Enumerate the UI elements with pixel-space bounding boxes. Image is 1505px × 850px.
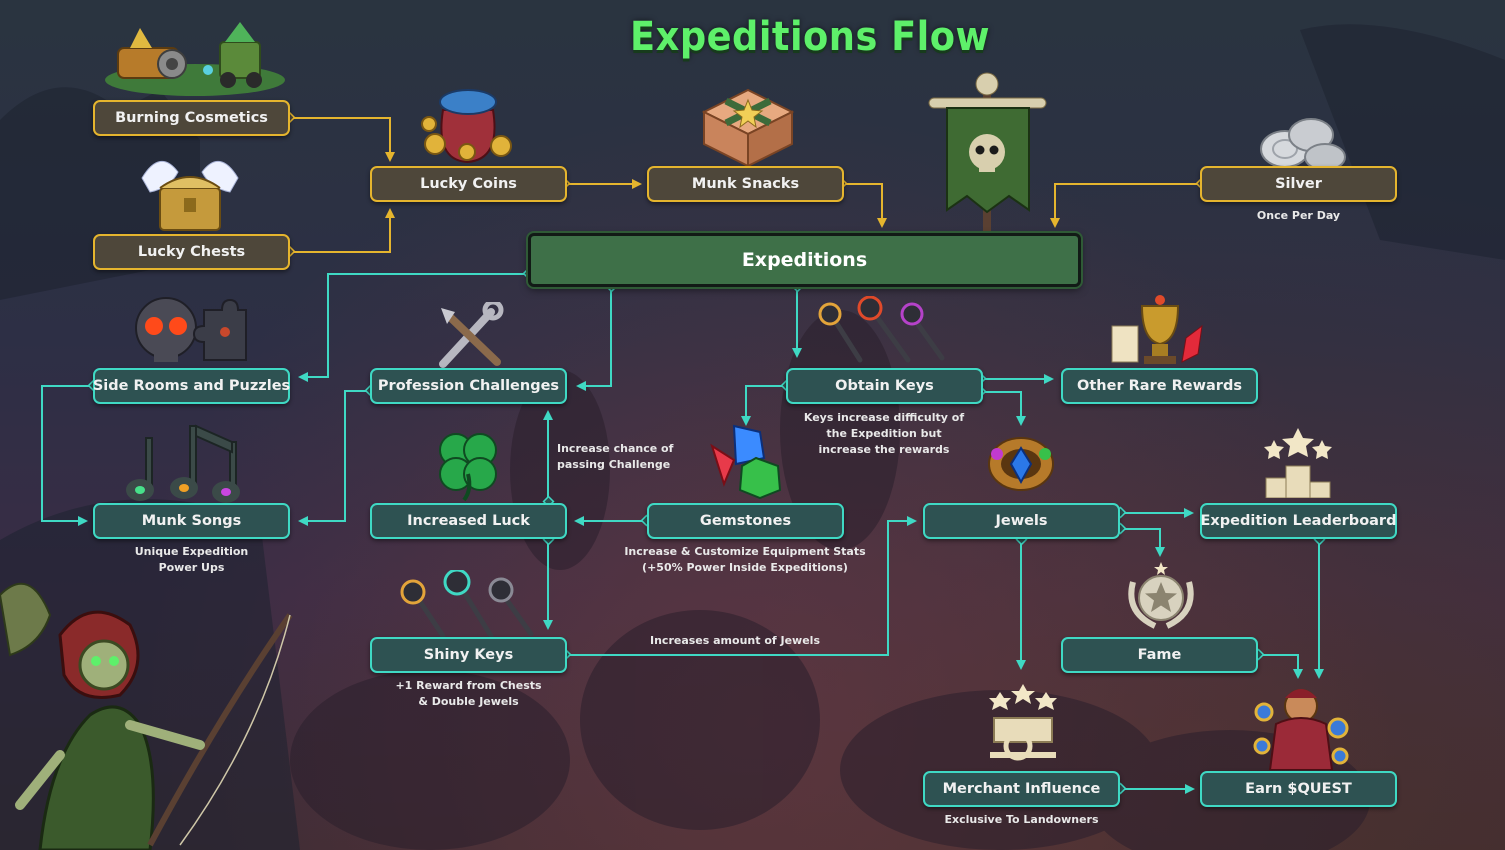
skull-puzzle-icon <box>135 297 247 362</box>
podium-icon <box>1264 428 1332 498</box>
link-profession-to-songs <box>298 390 370 526</box>
trophy-icon <box>1111 295 1203 364</box>
node-lucky-chests: Lucky Chests <box>93 234 290 270</box>
cosmetics-icon <box>105 22 285 96</box>
note-shiny-keys-link: Increases amount of Jewels <box>650 634 820 647</box>
note-increased-luck: Increase chance of passing Challenge <box>557 441 673 473</box>
note-line: Increase chance of <box>557 442 674 455</box>
node-earn-quest: Earn $QUEST <box>1200 771 1397 807</box>
node-obtain-keys: Obtain Keys <box>786 368 983 404</box>
skull-banner-icon <box>928 72 1047 232</box>
note-obtain-keys: Keys increase difficulty of the Expediti… <box>784 410 984 458</box>
note-line: (+50% Power Inside Expeditions) <box>642 561 848 574</box>
note-line: increase the rewards <box>818 443 950 456</box>
fame-medal-icon <box>1128 562 1194 629</box>
snack-box-icon <box>701 88 795 168</box>
note-gemstones: Increase & Customize Equipment Stats (+5… <box>620 544 870 576</box>
merchant-icon <box>1253 689 1349 770</box>
note-munk-songs: Unique Expedition Power Ups <box>93 544 290 576</box>
link-chests-to-coins <box>290 208 395 253</box>
link-jewels-to-fame <box>1120 528 1165 557</box>
node-burning-cosmetics: Burning Cosmetics <box>93 100 290 136</box>
note-line: the Expedition but <box>826 427 942 440</box>
node-profession-challenges: Profession Challenges <box>370 368 567 404</box>
link-keys-to-gemstones <box>741 385 786 426</box>
note-line: Keys increase difficulty of <box>803 411 965 424</box>
link-siderooms-to-songs <box>41 385 93 526</box>
note-line: passing Challenge <box>557 458 671 471</box>
node-expeditions: Expeditions <box>528 233 1081 287</box>
jewel-icon <box>988 437 1054 491</box>
node-other-rare-rewards: Other Rare Rewards <box>1061 368 1258 404</box>
tools-icon <box>439 302 504 368</box>
note-line: Increase & Customize Equipment Stats <box>624 545 866 558</box>
note-shiny-keys: +1 Reward from Chests & Double Jewels <box>370 678 567 710</box>
keys-icon <box>818 296 945 363</box>
node-fame: Fame <box>1061 637 1258 673</box>
note-line: Unique Expedition <box>134 545 249 558</box>
node-merchant-influence: Merchant Influence <box>923 771 1120 807</box>
link-burning-to-coins <box>290 117 395 162</box>
node-munk-snacks: Munk Snacks <box>647 166 844 202</box>
link-keys-to-jewels <box>980 391 1026 426</box>
node-munk-songs: Munk Songs <box>93 503 290 539</box>
page-title: Expeditions Flow <box>630 14 990 60</box>
note-silver: Once Per Day <box>1256 209 1341 222</box>
link-shiny-to-jewels <box>566 516 917 656</box>
note-line: & Double Jewels <box>418 695 519 708</box>
shiny-keys-icon <box>400 570 534 639</box>
node-jewels: Jewels <box>923 503 1120 539</box>
node-shiny-keys: Shiny Keys <box>370 637 567 673</box>
coin-pouch-icon <box>421 89 512 164</box>
node-lucky-coins: Lucky Coins <box>370 166 567 202</box>
node-silver: Silver <box>1200 166 1397 202</box>
note-line: Power Ups <box>158 561 225 574</box>
node-increased-luck: Increased Luck <box>370 503 567 539</box>
link-expeditions-to-profession <box>576 287 612 391</box>
link-snacks-to-expeditions <box>845 183 887 228</box>
music-notes-icon <box>126 424 240 503</box>
node-expedition-leaderboard: Expedition Leaderboard <box>1200 503 1397 539</box>
node-gemstones: Gemstones <box>647 503 844 539</box>
treasure-chest-icon <box>141 161 239 231</box>
gem-icon <box>710 424 782 500</box>
clover-icon <box>439 433 497 502</box>
note-merchant-influence: Exclusive To Landowners <box>944 813 1099 826</box>
skeleton-archer-icon <box>0 582 293 850</box>
node-side-rooms: Side Rooms and Puzzles <box>93 368 290 404</box>
link-silver-to-expeditions <box>1050 183 1200 228</box>
cart-icon <box>989 684 1057 761</box>
link-fame-to-quest <box>1258 654 1303 679</box>
link-expeditions-to-siderooms <box>298 273 528 382</box>
note-line: +1 Reward from Chests <box>395 679 542 692</box>
